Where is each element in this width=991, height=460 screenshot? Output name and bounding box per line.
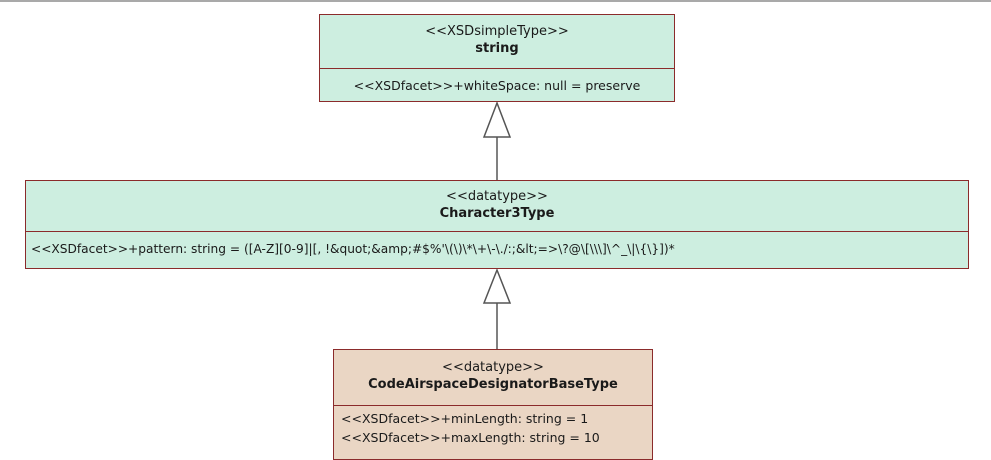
class-header: <<XSDsimpleType>> string	[320, 15, 674, 69]
generalization-arrowhead-char3	[482, 267, 512, 304]
attribute-row: <<XSDfacet>>+maxLength: string = 10	[341, 430, 600, 445]
attribute-compartment: <<XSDfacet>>+minLength: string = 1 <<XSD…	[334, 406, 652, 447]
attribute-row: <<XSDfacet>>+pattern: string = ([A-Z][0-…	[31, 242, 675, 256]
class-box-string[interactable]: <<XSDsimpleType>> string <<XSDfacet>>+wh…	[319, 14, 675, 102]
window-top-border	[0, 0, 991, 2]
class-header: <<datatype>> Character3Type	[26, 181, 968, 232]
class-box-character3type[interactable]: <<datatype>> Character3Type <<XSDfacet>>…	[25, 180, 969, 269]
attribute-row: <<XSDfacet>>+minLength: string = 1	[341, 411, 589, 426]
generalization-arrowhead-string	[482, 100, 512, 138]
attribute-compartment: <<XSDfacet>>+pattern: string = ([A-Z][0-…	[26, 232, 968, 259]
attribute-compartment: <<XSDfacet>>+whiteSpace: null = preserve	[320, 69, 674, 95]
stereotype-label: <<datatype>>	[442, 360, 544, 375]
class-name: string	[475, 41, 519, 56]
class-name: Character3Type	[439, 206, 555, 221]
attribute-row: <<XSDfacet>>+whiteSpace: null = preserve	[353, 78, 641, 93]
class-name: CodeAirspaceDesignatorBaseType	[368, 377, 618, 392]
stereotype-label: <<datatype>>	[446, 189, 548, 204]
stereotype-label: <<XSDsimpleType>>	[425, 24, 569, 39]
class-box-codeairspacedesignatorbasetype[interactable]: <<datatype>> CodeAirspaceDesignatorBaseT…	[333, 349, 653, 460]
class-header: <<datatype>> CodeAirspaceDesignatorBaseT…	[334, 350, 652, 406]
